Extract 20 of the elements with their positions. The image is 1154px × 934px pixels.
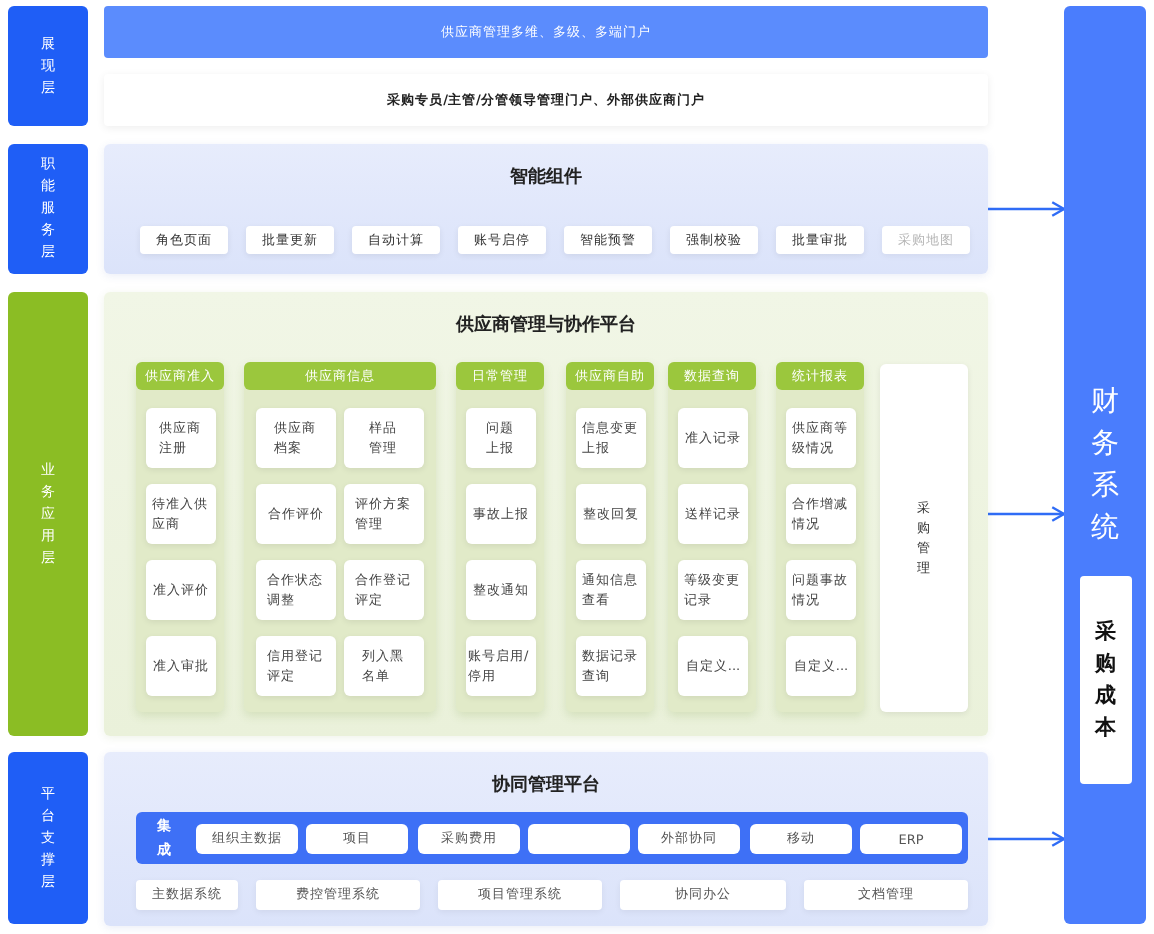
module-column [244, 362, 436, 712]
module-column [668, 362, 756, 712]
system-column [1064, 6, 1146, 924]
panel [104, 144, 988, 274]
cost-card: 采购成本 [1080, 576, 1132, 784]
panel-title: 供应商管理与协作平台 [456, 314, 636, 338]
arrow [988, 201, 1066, 217]
arrow [988, 831, 1066, 847]
panel [104, 752, 988, 926]
module-column [136, 362, 224, 712]
module-column [566, 362, 654, 712]
panel-title: 协同管理平台 [492, 774, 600, 798]
panel-title: 智能组件 [510, 166, 582, 190]
column-title: 财务系统 [1089, 384, 1121, 548]
module-column [776, 362, 864, 712]
integration-tag [528, 824, 630, 854]
arrow [988, 506, 1066, 522]
integration-band [136, 812, 968, 864]
module-column [456, 362, 544, 712]
panel [104, 292, 988, 736]
